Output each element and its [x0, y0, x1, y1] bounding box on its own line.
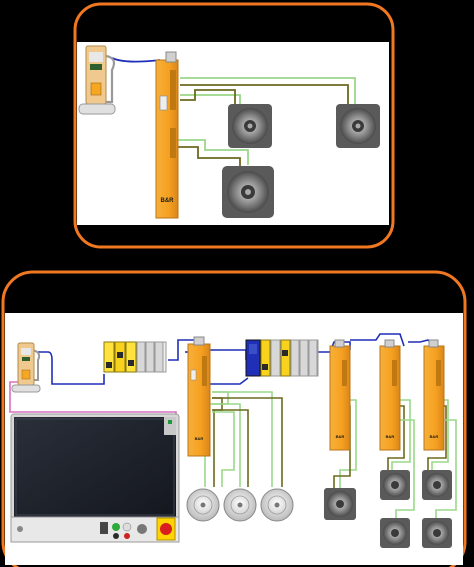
- drive-logo-text: B&R: [336, 434, 345, 439]
- bottom-controller: [11, 342, 41, 393]
- drive-logo-text: B&R: [386, 434, 395, 439]
- top-servo-drive: B&R: [155, 51, 179, 219]
- bottom-motor-2: [380, 470, 410, 500]
- io-station-1: [103, 341, 167, 373]
- io-station-2: [245, 339, 319, 377]
- bottom-drive-2: B&R: [329, 339, 351, 451]
- top-wiring: [111, 57, 356, 167]
- encoder-motor-2: [223, 488, 257, 522]
- bottom-motor-5: [422, 518, 452, 548]
- bottom-drive-4: B&R: [423, 339, 445, 451]
- bottom-drive-3: B&R: [379, 339, 401, 451]
- drive-logo-text: B&R: [161, 198, 175, 204]
- drive-logo-text: B&R: [430, 434, 439, 439]
- top-motor-1: [228, 104, 272, 148]
- top-controller: [78, 45, 116, 115]
- top-motor-3: [222, 166, 274, 218]
- bottom-motor-4: [422, 470, 452, 500]
- bottom-motor-3: [380, 518, 410, 548]
- encoder-motor-1: [186, 488, 220, 522]
- bottom-drive-1: B&R: [187, 336, 211, 457]
- encoder-motor-3: [260, 488, 294, 522]
- top-motor-2: [336, 104, 380, 148]
- hmi-panel: [10, 413, 180, 543]
- bottom-motor-1: [324, 488, 356, 520]
- drive-logo-text: B&R: [195, 436, 204, 441]
